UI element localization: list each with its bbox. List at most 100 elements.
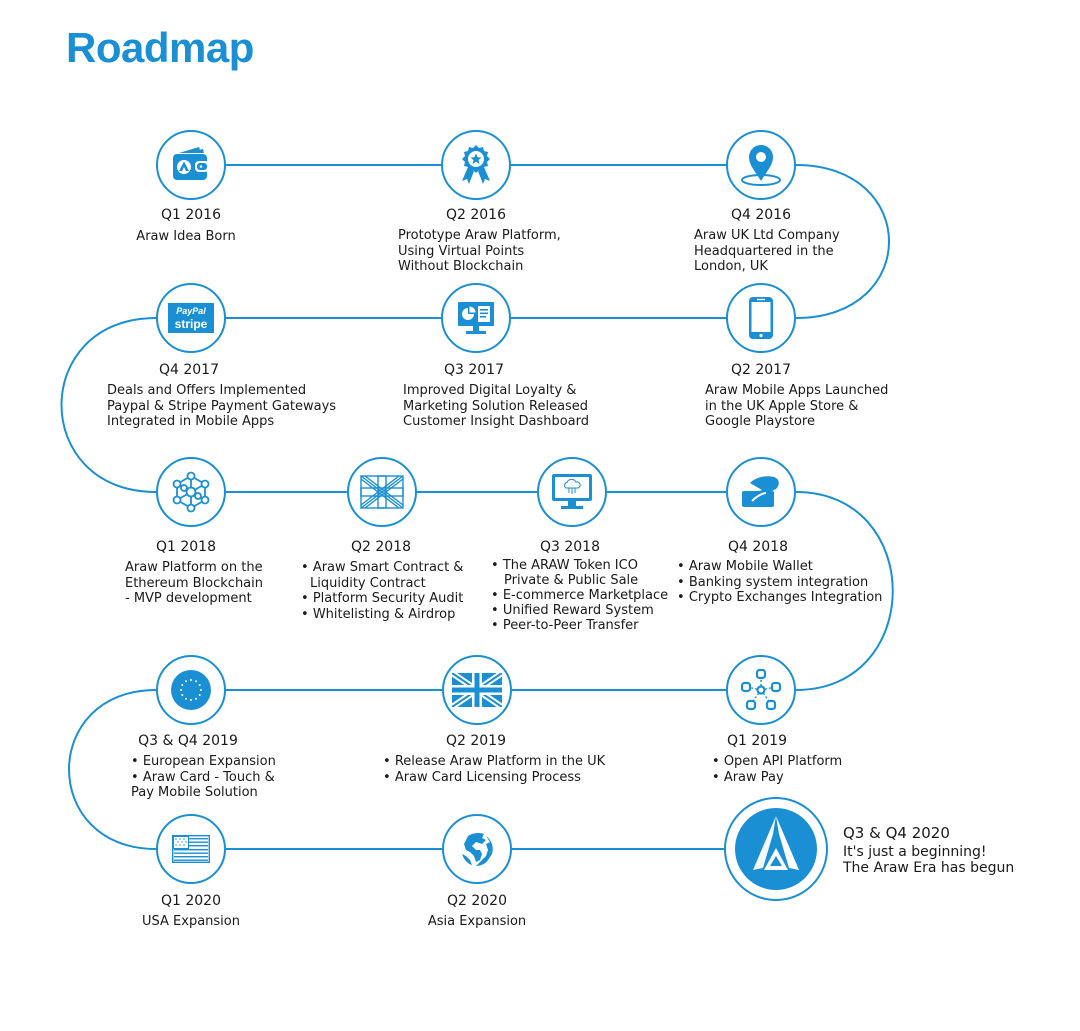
- milestone-bullets: European Expansion Araw Card - Touch & P…: [131, 754, 276, 801]
- location-pin-icon: [741, 145, 781, 186]
- milestone-node-q4-2018: [726, 457, 796, 527]
- svg-text:PayPal: PayPal: [176, 306, 206, 316]
- curve-connector-right: [795, 164, 890, 319]
- milestone-node-q3-2017: [441, 283, 511, 353]
- milestone-description: Araw UK Ltd Company Headquartered in the…: [694, 228, 840, 275]
- bullet-item: Release Araw Platform in the UK: [383, 754, 605, 770]
- milestone-quarter: Q1 2018: [155, 539, 217, 555]
- eu-flag-icon: [171, 670, 211, 710]
- description-line: Prototype Araw Platform,: [398, 228, 561, 243]
- description-line: USA Expansion: [142, 914, 240, 929]
- milestone-node-q2-2019: [442, 655, 512, 725]
- bullet-item: Peer-to-Peer Transfer: [491, 618, 668, 633]
- bullet-item: Crypto Exchanges Integration: [677, 590, 883, 606]
- milestone-bullets: The ARAW Token ICO Private & Public Sale…: [491, 558, 668, 633]
- milestone-node-q2-2018: [347, 457, 417, 527]
- milestone-bullets: Araw Mobile Wallet Banking system integr…: [677, 559, 883, 606]
- milestone-description: Araw Platform on the Ethereum Blockchain…: [125, 560, 263, 607]
- description-line: Google Playstore: [705, 414, 815, 429]
- description-line: Araw Platform on the: [125, 560, 263, 575]
- milestone-quarter: Q2 2018: [350, 539, 412, 555]
- milestone-quarter: Q3 & Q4 2019: [138, 733, 238, 749]
- dashboard-monitor-icon: [458, 302, 494, 334]
- description-line: Integrated in Mobile Apps: [107, 414, 275, 429]
- milestone-quarter: Q3 2018: [539, 539, 601, 555]
- milestone-quarter: Q2 2016: [445, 207, 507, 223]
- description-line: The Araw Era has begun: [843, 860, 1015, 876]
- milestone-quarter: Q4 2017: [158, 362, 220, 378]
- description-line: Using Virtual Points: [398, 243, 525, 259]
- usa-flag-icon: [172, 835, 210, 863]
- description-line: Paypal & Stripe Payment Gateways: [107, 398, 337, 414]
- bullet-item: Banking system integration: [677, 575, 882, 591]
- bullet-item: Araw Mobile Wallet: [677, 559, 882, 575]
- milestone-quarter: Q3 2017: [443, 362, 505, 378]
- bullet-continuation: Pay Mobile Solution: [131, 785, 258, 800]
- bullet-item: Araw Smart Contract &: [301, 560, 464, 576]
- description-line: Ethereum Blockchain: [125, 575, 264, 591]
- description-line: Deals and Offers Implemented: [107, 383, 307, 398]
- description-line: in the UK Apple Store &: [705, 398, 859, 414]
- cloud-monitor-icon: [552, 474, 592, 509]
- milestone-description: USA Expansion: [142, 914, 240, 930]
- description-line: Araw UK Ltd Company: [694, 228, 840, 243]
- bullet-item: The ARAW Token ICO: [491, 558, 668, 573]
- milestone-quarter: Q2 2017: [730, 362, 792, 378]
- page-title: Roadmap: [66, 24, 254, 71]
- milestone-quarter: Q1 2019: [726, 733, 788, 749]
- description-line: London, UK: [694, 259, 768, 274]
- blockchain-network-icon: [172, 471, 210, 513]
- milestone-description: It's just a beginning! The Araw Era has …: [843, 844, 1014, 876]
- milestone-node-q1-2018: [156, 457, 226, 527]
- bullet-item: Unified Reward System: [491, 603, 668, 618]
- milestone-description: Asia Expansion: [428, 914, 526, 930]
- milestone-node-q2-2020: [442, 814, 512, 884]
- curve-connector-left: [68, 689, 157, 850]
- curve-connector-left: [60, 317, 157, 493]
- paypal-stripe-icon: PayPal stripe: [168, 303, 214, 333]
- description-line: Without Blockchain: [398, 259, 524, 274]
- description-line: Marketing Solution Released: [403, 398, 589, 414]
- milestone-node-q2-2016: [441, 130, 511, 200]
- smartphone-icon: [749, 297, 773, 339]
- milestone-bullets: Release Araw Platform in the UK Araw Car…: [383, 754, 605, 785]
- bullet-item: Araw Card - Touch &: [131, 770, 276, 786]
- bullet-item: Open API Platform: [712, 754, 842, 770]
- description-line: Araw Mobile Apps Launched: [705, 383, 889, 398]
- milestone-description: Prototype Araw Platform, Using Virtual P…: [398, 228, 561, 275]
- bullet-item: Araw Card Licensing Process: [383, 770, 605, 786]
- milestone-bullets: Open API Platform Araw Pay: [712, 754, 842, 785]
- milestone-description: Araw Idea Born: [136, 229, 235, 245]
- curve-connector-right: [795, 491, 894, 691]
- araw-logo-icon: [735, 808, 817, 890]
- globe-icon: [462, 832, 493, 866]
- bullet-item: Whitelisting & Airdrop: [301, 607, 463, 623]
- svg-text:stripe: stripe: [175, 317, 208, 331]
- milestone-node-q4-2016: [726, 130, 796, 200]
- bullet-item: European Expansion: [131, 754, 276, 770]
- bullet-continuation: Private & Public Sale: [504, 573, 639, 588]
- description-line: It's just a beginning!: [843, 844, 987, 860]
- milestone-bullets: Araw Smart Contract & Liquidity Contract…: [301, 560, 463, 622]
- award-badge-icon: [462, 145, 490, 184]
- milestone-quarter: Q2 2020: [446, 893, 508, 909]
- milestone-node-q3-q4-2020: [724, 797, 828, 901]
- milestone-node-q3-2018: [537, 457, 607, 527]
- milestone-quarter: Q3 & Q4 2020: [843, 824, 950, 842]
- milestone-quarter: Q4 2016: [730, 207, 792, 223]
- milestone-node-q3-q4-2019: [156, 655, 226, 725]
- milestone-node-q1-2016: [156, 130, 226, 200]
- bullet-item: Araw Pay: [712, 770, 842, 786]
- description-line: Asia Expansion: [427, 914, 527, 929]
- wallet-icon: [173, 147, 209, 180]
- milestone-description: Deals and Offers Implemented Paypal & St…: [107, 383, 336, 430]
- bullet-continuation: Liquidity Contract: [310, 575, 426, 591]
- api-network-icon: [740, 668, 782, 711]
- milestone-quarter: Q2 2019: [445, 733, 507, 749]
- description-line: Customer Insight Dashboard: [403, 414, 589, 429]
- bullet-item: E-commerce Marketplace: [491, 588, 668, 603]
- milestone-quarter: Q1 2020: [160, 893, 222, 909]
- milestone-quarter: Q4 2018: [727, 539, 789, 555]
- milestone-node-q1-2019: [726, 655, 796, 725]
